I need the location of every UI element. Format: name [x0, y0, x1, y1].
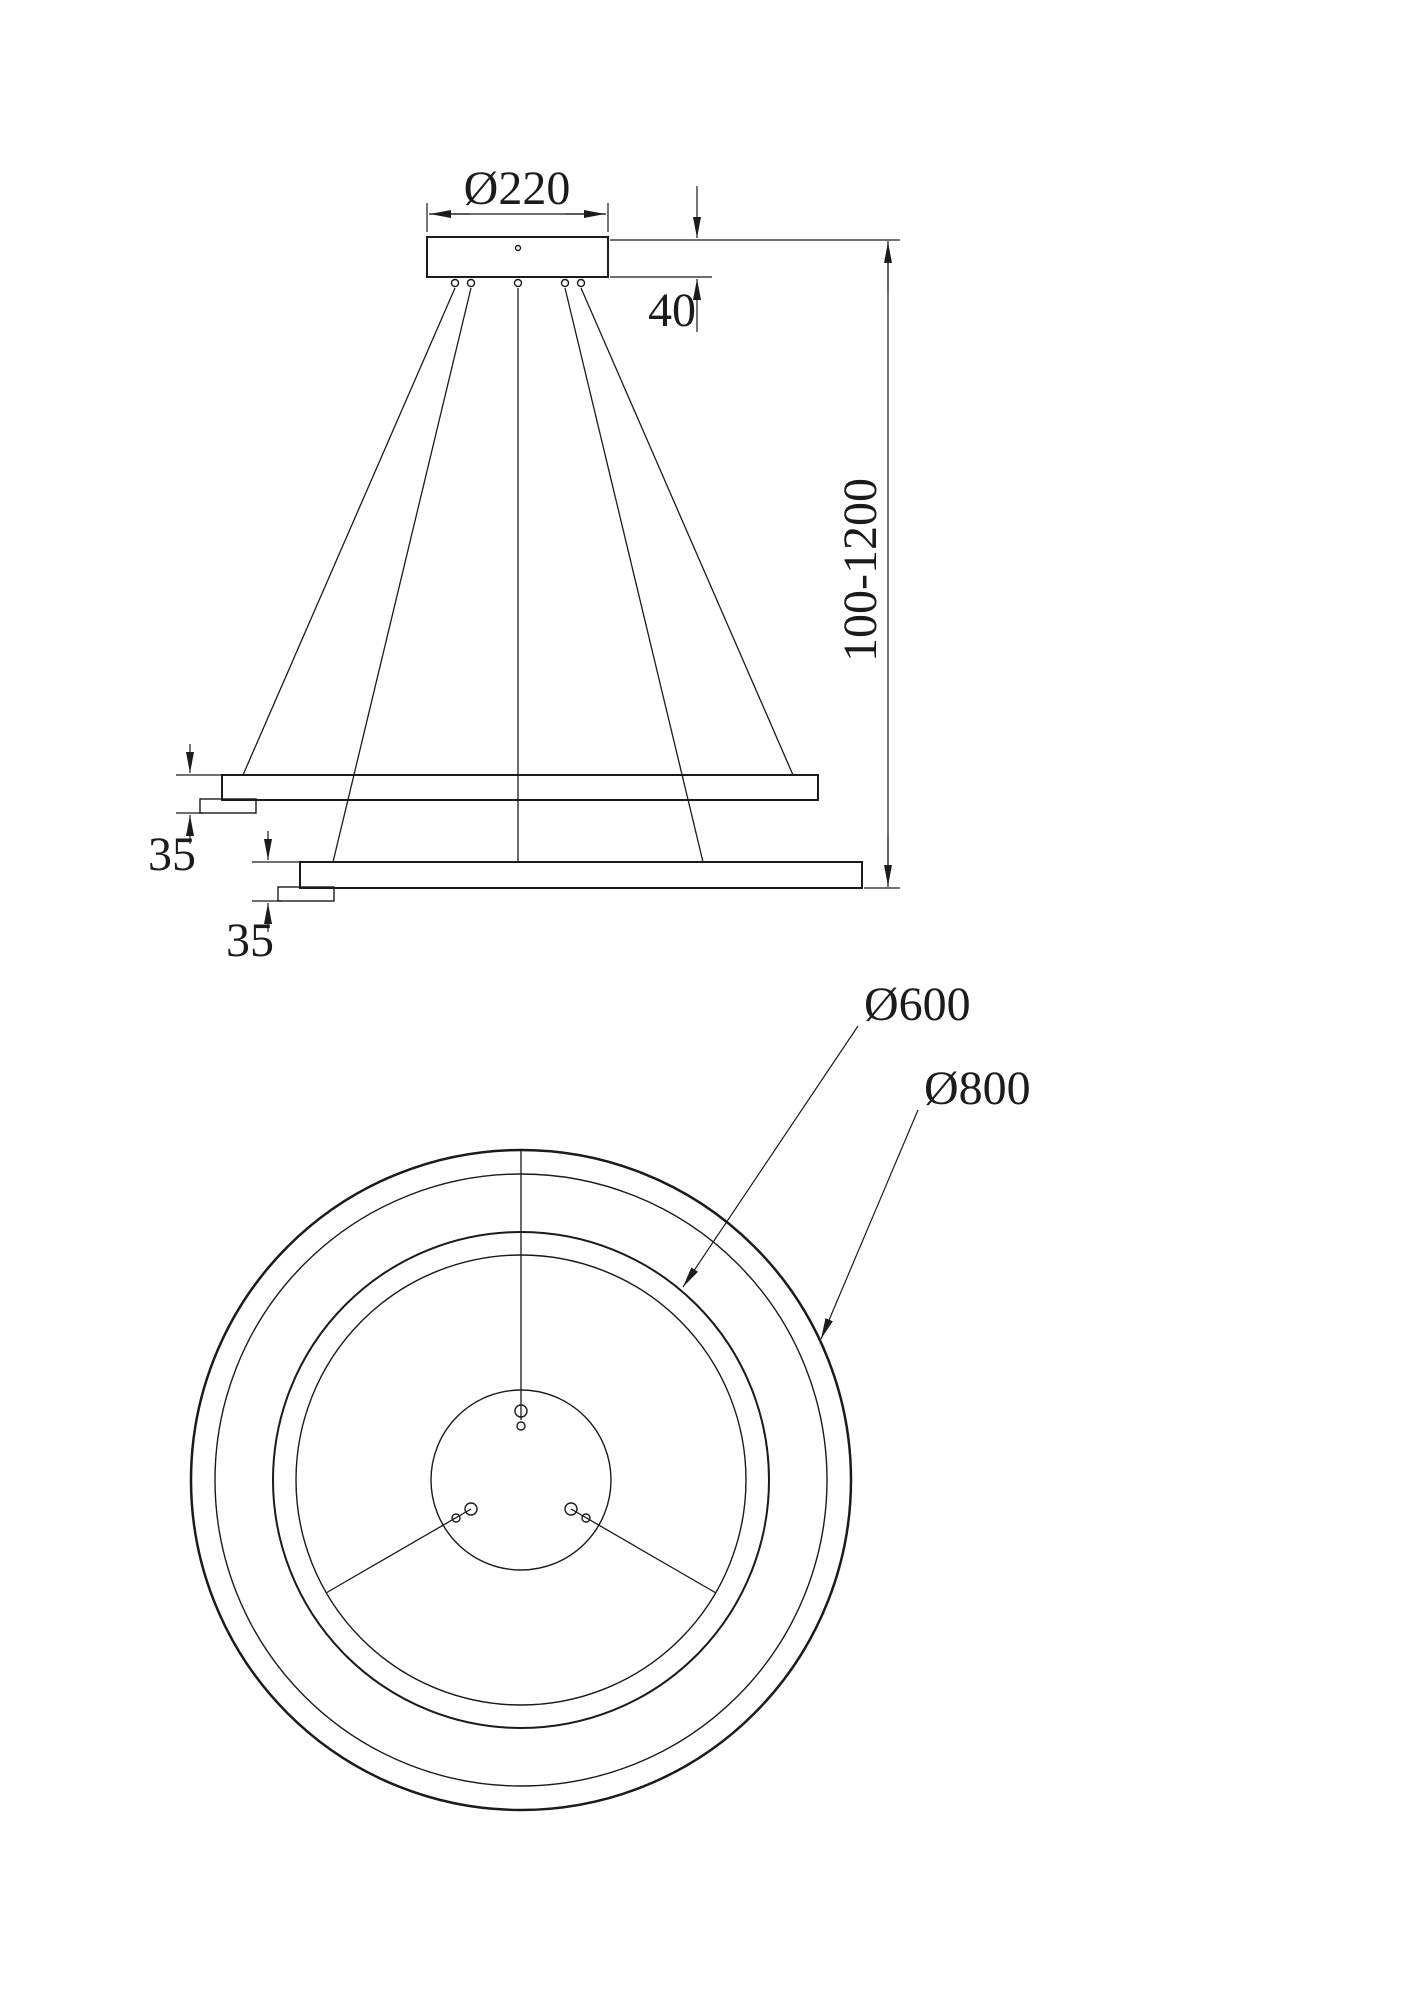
wire-connector-icon	[466, 278, 476, 288]
wire-attachment-icon	[516, 1421, 526, 1431]
upper-ring-height-label: 35	[148, 828, 196, 881]
leader-line	[682, 1025, 859, 1288]
side-elevation-view: Ø220 40 100-1200	[148, 162, 900, 967]
leader-outer-ring-diameter: Ø800	[820, 1062, 1031, 1340]
wire-connector-icon	[513, 278, 523, 288]
suspension-wire	[332, 287, 472, 863]
canopy-outline	[426, 236, 609, 278]
suspension-height-label: 100-1200	[834, 478, 887, 662]
dim-canopy-diameter: Ø220	[426, 162, 609, 232]
suspension-wires	[242, 287, 794, 863]
wire-attachment-icon	[514, 1404, 528, 1418]
lower-ring-profile	[277, 861, 863, 902]
dim-suspension-height: 100-1200	[834, 241, 900, 889]
wire-connector-icon	[450, 278, 460, 288]
suspension-wire	[564, 287, 704, 863]
bottom-plan-view: Ø600 Ø800	[189, 978, 1031, 1812]
canopy-height-label: 40	[648, 284, 696, 337]
wire-spoke-lower-right	[570, 1508, 717, 1594]
wire-attachment-icon	[581, 1513, 591, 1523]
wire-connector-icon	[576, 278, 586, 288]
wire-spoke-lower-left	[325, 1508, 472, 1594]
suspension-wire	[580, 287, 794, 776]
dim-upper-ring-height: 35	[148, 744, 226, 881]
lower-ring-step	[277, 886, 335, 902]
lower-ring-height-label: 35	[226, 914, 274, 967]
upper-ring-step	[199, 798, 257, 814]
wire-attachment-icon	[564, 1502, 578, 1516]
plan-wire-attachments	[451, 1404, 591, 1523]
wire-connector-icon	[560, 278, 570, 288]
leader-line	[820, 1109, 919, 1340]
plan-wire-spokes	[325, 1150, 717, 1594]
inner-ring-diameter-label: Ø600	[864, 978, 971, 1031]
wire-attachment-icon	[451, 1513, 461, 1523]
leader-inner-ring-diameter: Ø600	[682, 978, 971, 1288]
dim-lower-ring-height: 35	[226, 831, 304, 967]
upper-ring-bar	[221, 774, 819, 801]
upper-ring-profile	[199, 774, 819, 814]
outer-ring-diameter-label: Ø800	[924, 1062, 1031, 1115]
dim-canopy-height: 40	[610, 186, 900, 337]
canopy-wire-connectors	[450, 278, 586, 288]
canopy-diameter-label: Ø220	[464, 162, 571, 215]
lower-ring-bar	[299, 861, 863, 889]
wire-attachment-icon	[464, 1502, 478, 1516]
canopy-screw-icon	[514, 244, 522, 252]
suspension-wire	[242, 287, 456, 776]
